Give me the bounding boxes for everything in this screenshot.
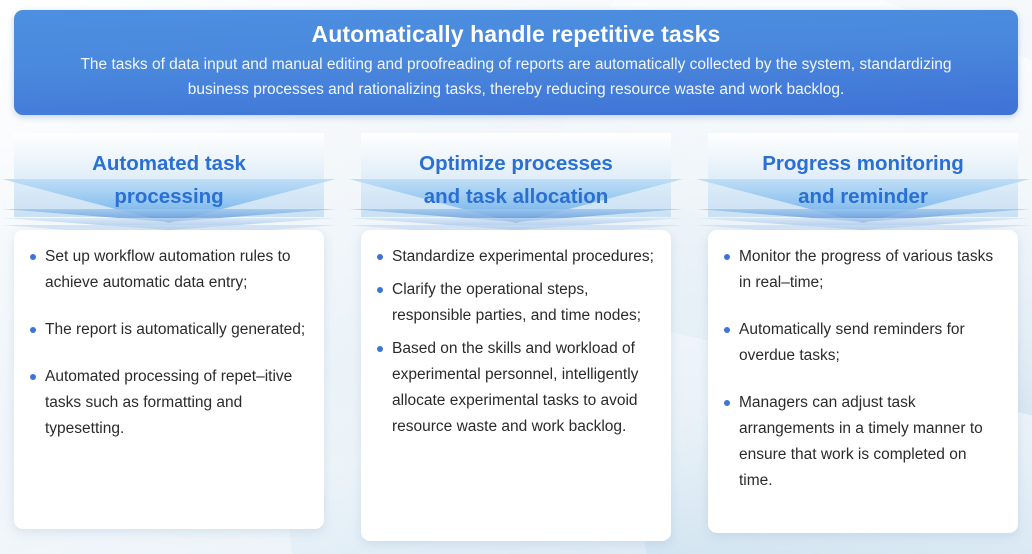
column-card-1: Set up workflow automation rules to achi… bbox=[14, 230, 324, 529]
column-card-3: Monitor the progress of various tasks in… bbox=[708, 230, 1018, 533]
list-item-text: Clarify the operational steps, responsib… bbox=[392, 281, 642, 324]
bullet-dot-icon bbox=[377, 254, 383, 260]
list-item-text: Monitor the progress of various tasks in… bbox=[739, 248, 994, 291]
list-item-text: Managers can adjust task arrangements in… bbox=[739, 394, 983, 489]
column-card-2: Standardize experimental procedures; Cla… bbox=[361, 230, 671, 541]
column-header-3: Progress monitoring and reminder bbox=[696, 133, 1030, 239]
list-item: Monitor the progress of various tasks in… bbox=[722, 244, 1002, 296]
bullet-dot-icon bbox=[30, 327, 36, 333]
list-item-text: Automated processing of repet–itive task… bbox=[45, 368, 293, 437]
bullet-dot-icon bbox=[30, 374, 36, 380]
bullet-list-2: Standardize experimental procedures; Cla… bbox=[375, 244, 655, 440]
bullet-dot-icon bbox=[377, 287, 383, 293]
column-header-2: Optimize processes and task allocation bbox=[349, 133, 683, 239]
header-banner: Automatically handle repetitive tasks Th… bbox=[14, 10, 1018, 115]
column-header-1: Automated task processing bbox=[2, 133, 336, 239]
column-title: Automated task processing bbox=[92, 152, 246, 208]
list-item-text: Based on the skills and workload of expe… bbox=[392, 340, 639, 435]
list-item-text: Automatically send reminders for overdue… bbox=[739, 321, 965, 364]
list-item: Set up workflow automation rules to achi… bbox=[28, 244, 308, 296]
column-automated-task-processing: Automated task processing Set up workflo… bbox=[2, 133, 336, 551]
list-item: Based on the skills and workload of expe… bbox=[375, 336, 655, 440]
list-item: Automatically send reminders for overdue… bbox=[722, 317, 1002, 369]
list-item-text: The report is automatically generated; bbox=[45, 321, 306, 338]
bullet-dot-icon bbox=[30, 254, 36, 260]
list-item: Managers can adjust task arrangements in… bbox=[722, 390, 1002, 494]
column-title: Progress monitoring and reminder bbox=[762, 152, 964, 208]
list-item: Clarify the operational steps, responsib… bbox=[375, 277, 655, 329]
list-item: The report is automatically generated; bbox=[28, 317, 308, 343]
list-item: Automated processing of repet–itive task… bbox=[28, 364, 308, 442]
column-title: Optimize processes and task allocation bbox=[419, 152, 613, 208]
list-item-text: Standardize experimental procedures; bbox=[392, 248, 654, 265]
bullet-list-3: Monitor the progress of various tasks in… bbox=[722, 244, 1002, 494]
bullet-dot-icon bbox=[724, 400, 730, 406]
column-progress-monitoring-and-reminder: Progress monitoring and reminder Monitor… bbox=[696, 133, 1030, 551]
bullet-dot-icon bbox=[724, 254, 730, 260]
banner-title: Automatically handle repetitive tasks bbox=[311, 21, 721, 47]
list-item: Standardize experimental procedures; bbox=[375, 244, 655, 270]
column-optimize-processes-and-task-allocation: Optimize processes and task allocation S… bbox=[349, 133, 683, 551]
bullet-dot-icon bbox=[377, 346, 383, 352]
banner-subtitle: The tasks of data input and manual editi… bbox=[80, 56, 952, 98]
bullet-list-1: Set up workflow automation rules to achi… bbox=[28, 244, 308, 442]
bullet-dot-icon bbox=[724, 327, 730, 333]
list-item-text: Set up workflow automation rules to achi… bbox=[45, 248, 291, 291]
columns-container: Automated task processing Set up workflo… bbox=[0, 133, 1032, 551]
